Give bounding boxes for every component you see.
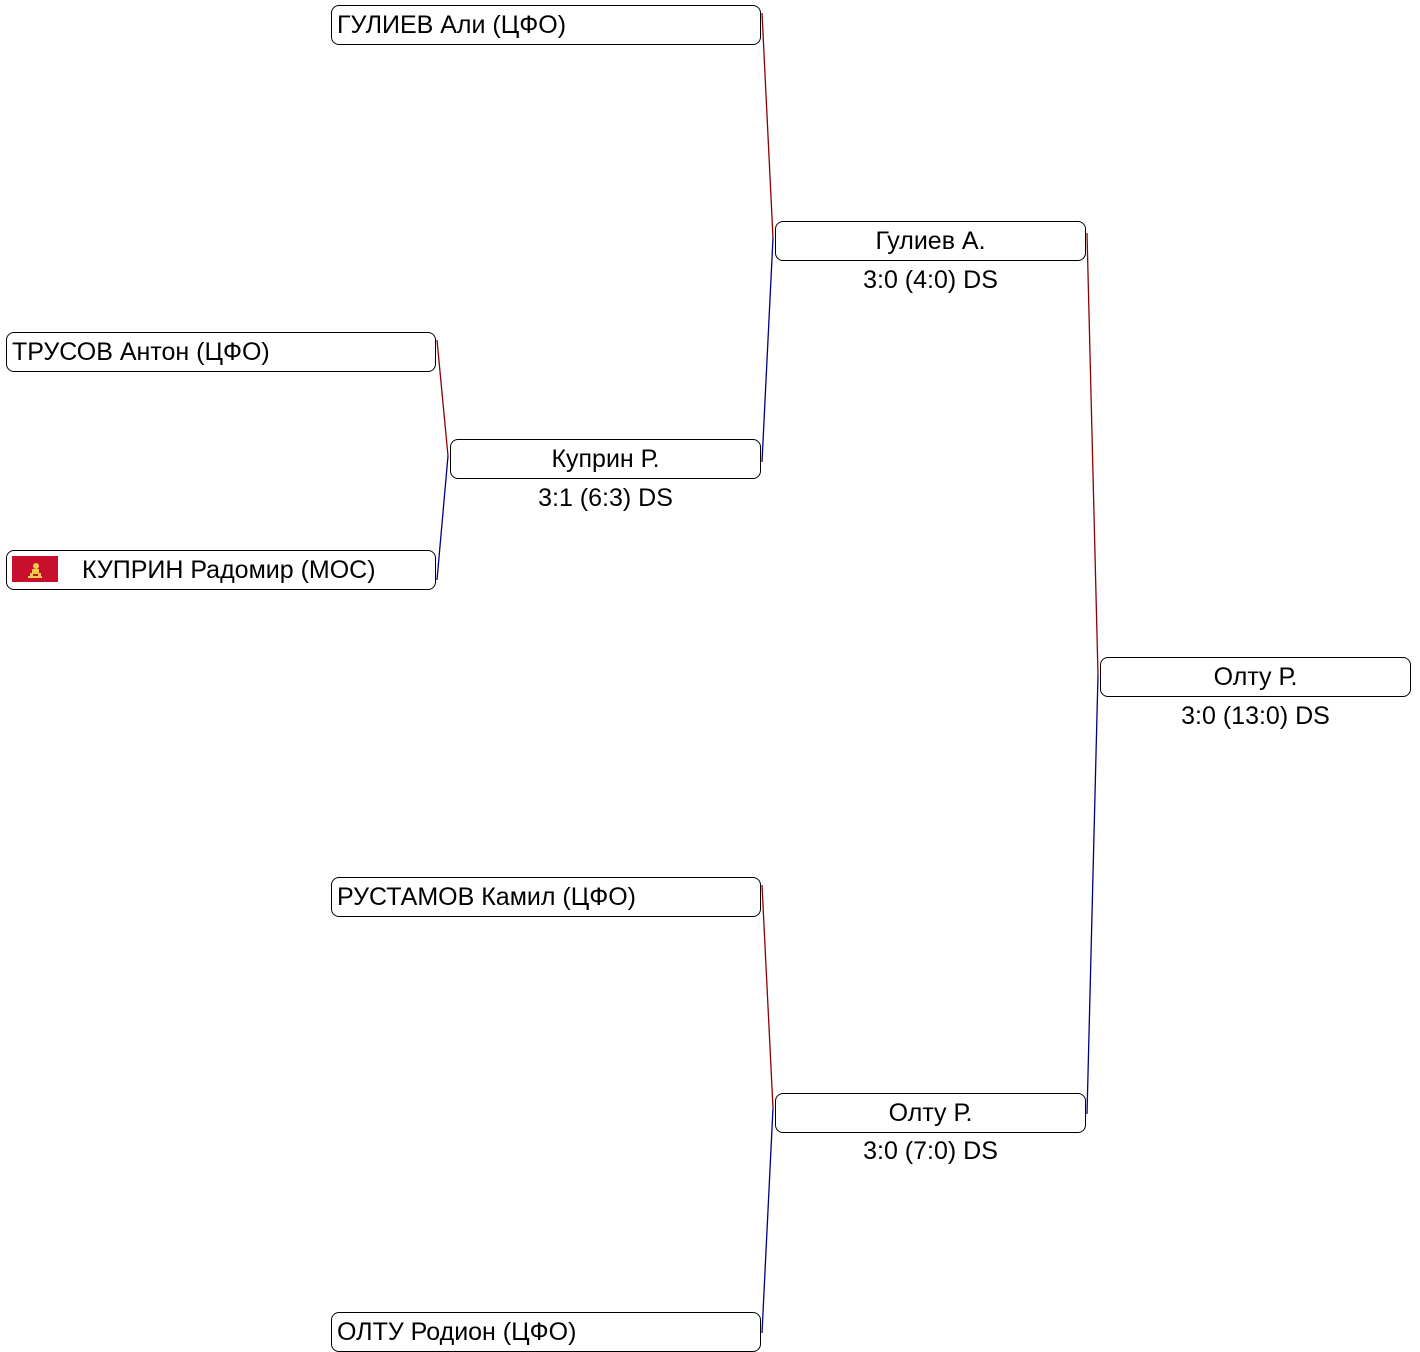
connector-guliev-to-final [1086,232,1099,676]
moscow-flag-icon [12,556,58,583]
match-winner-guliev: Гулиев А. [775,221,1086,261]
player-name: КУПРИН Радомир (МОС) [82,556,376,584]
connector-oltu-to-final [1086,674,1099,1115]
connector-kuprin-to-kuprin [436,455,449,581]
player-name: ГУЛИЕВ Али (ЦФО) [337,11,567,39]
player-name: РУСТАМОВ Камил (ЦФО) [337,883,636,911]
player-name: ТРУСОВ Антон (ЦФО) [12,338,270,366]
connector-trusov-to-kuprin [436,339,449,457]
match-winner-kuprin: Куприн Р. [450,439,761,479]
final-score: 3:0 (13:0) DS [1181,702,1330,730]
connector-kuprin-to-guliev [761,237,774,463]
player-box-kuprin: КУПРИН Радомир (МОС) [6,550,436,590]
match-score-guliev: 3:0 (4:0) DS [863,266,998,294]
match-score-oltu: 3:0 (7:0) DS [863,1137,998,1165]
player-box-rustamov: РУСТАМОВ Камил (ЦФО) [331,877,761,917]
player-box-oltu: ОЛТУ Родион (ЦФО) [331,1312,761,1352]
connector-guliev-to-guliev [761,12,774,239]
final-winner: Олту Р. [1100,657,1411,697]
winner-name: Олту Р. [1213,663,1298,691]
winner-name: Куприн Р. [551,445,660,473]
match-score-kuprin: 3:1 (6:3) DS [538,484,673,512]
connector-rustamov-to-oltu [761,884,774,1109]
winner-name: Гулиев А. [875,227,986,255]
connector-oltu-to-oltu [761,1107,774,1334]
player-box-trusov: ТРУСОВ Антон (ЦФО) [6,332,436,372]
player-name: ОЛТУ Родион (ЦФО) [337,1318,577,1346]
player-box-guliev: ГУЛИЕВ Али (ЦФО) [331,5,761,45]
winner-name: Олту Р. [888,1099,973,1127]
match-winner-oltu: Олту Р. [775,1093,1086,1133]
